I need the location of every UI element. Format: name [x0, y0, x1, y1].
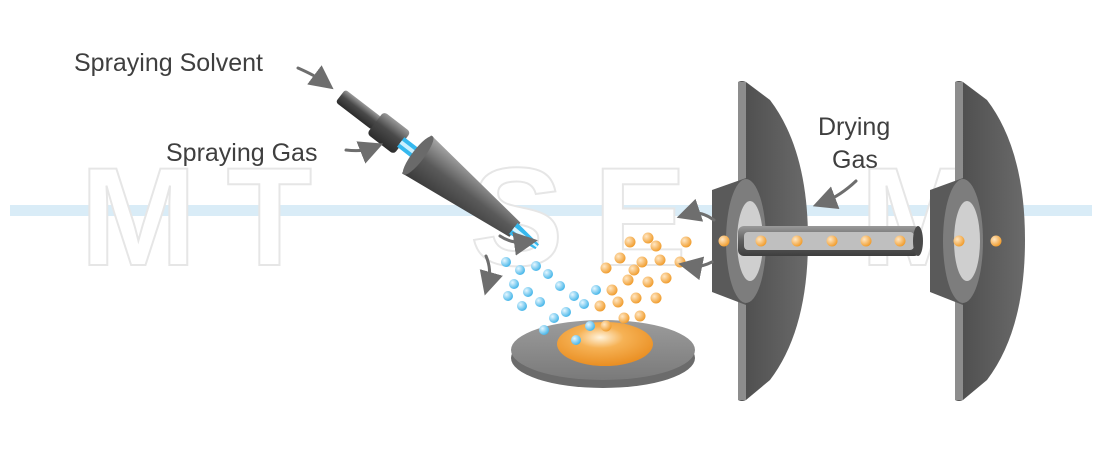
solvent-droplet [561, 307, 571, 317]
solvent-droplet [531, 261, 541, 271]
analyte-droplet [953, 235, 965, 247]
analyte-droplet [660, 272, 672, 284]
analyte-droplet [860, 235, 872, 247]
analyte-droplet [650, 292, 662, 304]
analyte-droplet [636, 256, 648, 268]
analyte-droplet [618, 312, 630, 324]
analyte-droplet [642, 232, 654, 244]
analyte-droplet [654, 254, 666, 266]
solvent-droplet [585, 321, 595, 331]
label-spraying-solvent: Spraying Solvent [74, 49, 264, 77]
solvent-droplet [535, 297, 545, 307]
spray-deflect-arrow [498, 231, 538, 256]
solvent-droplet [543, 269, 553, 279]
analyte-droplet [791, 235, 803, 247]
flow-arrows [296, 65, 858, 296]
analyte-droplet [990, 235, 1002, 247]
solvent-droplet [591, 285, 601, 295]
analyte-droplet [634, 310, 646, 322]
analyte-droplet [826, 235, 838, 247]
analyte-droplet [674, 256, 686, 268]
analyte-droplet [628, 264, 640, 276]
analyte-droplet [642, 276, 654, 288]
solvent-droplet [539, 325, 549, 335]
analyte-droplet [600, 262, 612, 274]
sample-spot [557, 322, 653, 366]
analyte-droplet [630, 292, 642, 304]
analyte-droplet [894, 235, 906, 247]
solvent-droplet [555, 281, 565, 291]
analyte-droplet [755, 235, 767, 247]
analyte-droplet [718, 235, 730, 247]
label-spraying-gas: Spraying Gas [166, 139, 318, 167]
svg-text:MT: MT [80, 138, 342, 295]
inlet-arrow-lower [678, 256, 714, 281]
solvent-droplet [517, 301, 527, 311]
solvent-droplet [569, 291, 579, 301]
analyte-droplet [624, 236, 636, 248]
label-drying-gas-line1: Drying [818, 113, 891, 141]
analyte-droplet [680, 236, 692, 248]
analyte-droplet [614, 252, 626, 264]
solvent-droplet [571, 335, 581, 345]
solvent-droplet [509, 279, 519, 289]
solvent-label-arrow [296, 65, 334, 90]
analyte-droplet [650, 240, 662, 252]
analyte-droplet [600, 320, 612, 332]
sample-plate-icon [511, 320, 695, 388]
inlet-arrow-upper [676, 198, 716, 222]
solvent-droplet [579, 299, 589, 309]
solvent-droplet [501, 257, 511, 267]
solvent-droplet [515, 265, 525, 275]
solvent-droplet [503, 291, 513, 301]
droplet-cloud [501, 232, 1002, 345]
analyte-droplet [622, 274, 634, 286]
drying-gas-arrow [812, 179, 858, 210]
gas-label-arrow [344, 141, 384, 164]
solvent-droplet [523, 287, 533, 297]
analyte-droplet [594, 300, 606, 312]
solvent-droplet [549, 313, 559, 323]
analyte-droplet [612, 296, 624, 308]
label-drying-gas-line2: Gas [832, 146, 878, 174]
analyte-droplet [606, 284, 618, 296]
spray-down-arrow [479, 254, 503, 296]
